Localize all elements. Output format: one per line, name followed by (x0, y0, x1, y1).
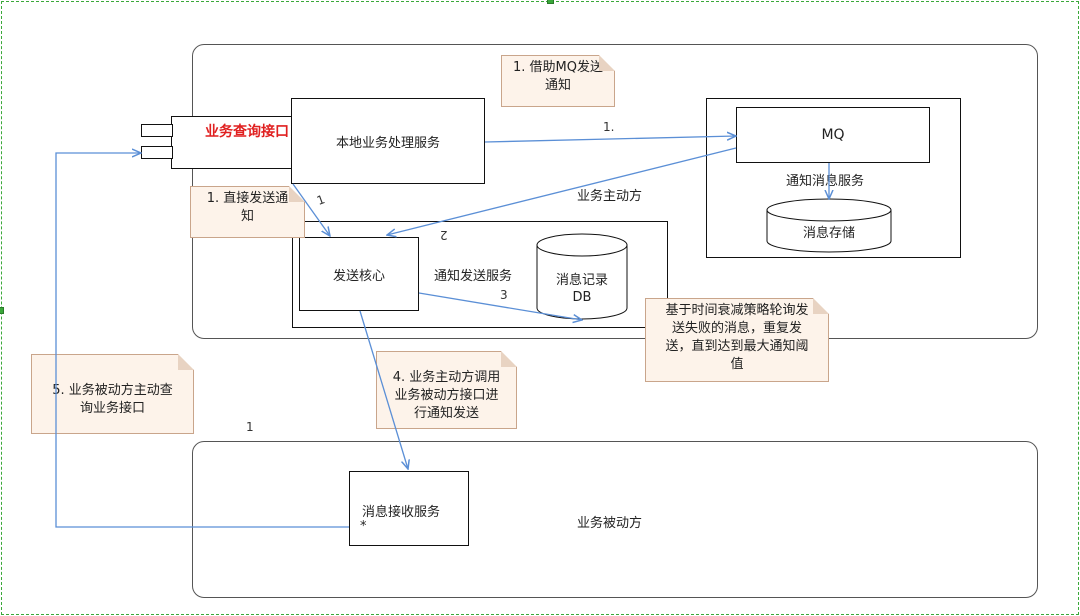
note-retry-line-2: 送失败的消息，重复发 (671, 321, 802, 336)
note-retry-line-4: 值 (730, 357, 744, 372)
note-passive-query-line-1: 5. 业务被动方主动查 (52, 383, 173, 398)
send-core-box[interactable]: 发送核心 (299, 237, 419, 311)
edge-label-local-to-mq: 1. (603, 120, 615, 134)
multiplicity-many-label: * (360, 519, 367, 534)
note-via-mq: 1. 借助MQ发送 通知 (501, 55, 615, 107)
message-log-db-label-2: DB (573, 290, 592, 305)
note-retry-line-3: 送，直到达到最大通知阈 (665, 339, 809, 354)
edge-label-multiplicity-one: 1 (246, 420, 254, 434)
note-retry-line-1: 基于时间衰减策略轮询发 (665, 303, 809, 318)
message-log-db[interactable]: 消息记录 DB (536, 233, 628, 320)
message-store-label: 消息存储 (803, 225, 855, 241)
receive-service-label: 消息接收服务 (362, 505, 441, 520)
edge-receive-to-query (55, 153, 349, 528)
note-via-mq-line-1: 1. 借助MQ发送 (513, 60, 603, 75)
notify-message-service-label: 通知消息服务 (786, 174, 865, 189)
local-service-box[interactable]: 本地业务处理服务 (291, 98, 485, 184)
note-call-passive-line-1: 4. 业务主动方调用 (392, 370, 501, 385)
notify-send-service-label: 通知发送服务 (434, 269, 513, 284)
message-log-db-label-1: 消息记录 (556, 272, 608, 288)
note-passive-query: 5. 业务被动方主动查 询业务接口 (31, 354, 194, 434)
query-interface-label: 业务查询接口 (205, 124, 289, 140)
mq-box[interactable]: MQ (736, 107, 930, 163)
edge-core-to-receive (359, 310, 408, 469)
edge-label-core-to-db: 3 (500, 288, 508, 302)
note-call-passive: 4. 业务主动方调用 业务被动方接口进 行通知发送 (376, 351, 517, 429)
edge-mq-to-core (387, 147, 737, 235)
edge-core-to-db (418, 292, 582, 320)
note-call-passive-line-3: 行通知发送 (413, 406, 479, 421)
note-direct-send-line-1: 1. 直接发送通 (206, 191, 289, 206)
message-store[interactable]: 消息存储 (766, 198, 892, 253)
note-passive-query-line-2: 询业务接口 (79, 401, 145, 416)
active-party-label: 业务主动方 (577, 189, 643, 204)
passive-party-region[interactable] (192, 441, 1038, 598)
note-via-mq-line-2: 通知 (544, 78, 571, 93)
passive-party-label: 业务被动方 (577, 516, 643, 531)
note-direct-send-line-2: 知 (240, 209, 254, 224)
note-retry-policy: 基于时间衰减策略轮询发 送失败的消息，重复发 送，直到达到最大通知阈 值 (645, 298, 829, 382)
note-direct-send: 1. 直接发送通 知 (190, 186, 305, 238)
selection-handle-top[interactable] (547, 0, 554, 4)
query-interface-component[interactable] (171, 116, 294, 169)
note-call-passive-line-2: 业务被动方接口进 (394, 388, 499, 403)
edge-local-to-core (292, 183, 330, 236)
edge-local-to-mq (484, 136, 736, 143)
component-port-top (141, 124, 173, 137)
selection-handle-left[interactable] (0, 307, 4, 314)
receive-service-box[interactable] (349, 471, 469, 546)
